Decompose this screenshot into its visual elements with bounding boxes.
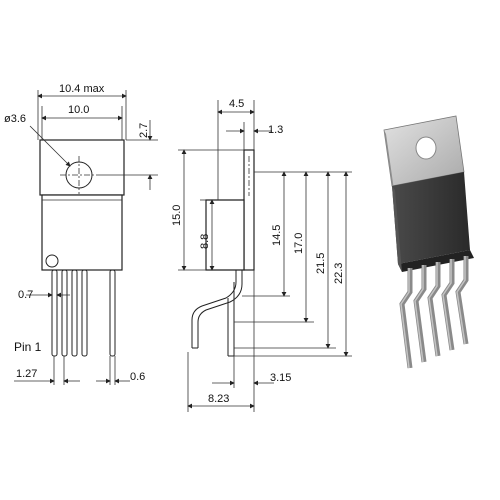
dim-22-3: 22.3 xyxy=(333,263,345,284)
front-body xyxy=(41,194,123,271)
dim-14-5: 14.5 xyxy=(271,225,283,246)
front-view: 10.4 max 10.0 ø3.6 2.7 0.7 Pin 1 1.27 0.… xyxy=(4,83,158,385)
render-body xyxy=(392,172,470,264)
dim-hole-diameter: ø3.6 xyxy=(4,113,26,125)
dim-tab-thickness: 1.3 xyxy=(268,124,283,136)
dim-21-5: 21.5 xyxy=(315,253,327,274)
dim-tab-to-hole: 2.7 xyxy=(138,123,150,138)
side-body xyxy=(205,199,245,271)
pin1-marker xyxy=(45,254,59,268)
label-pin1: Pin 1 xyxy=(14,340,42,354)
dim-pin-thickness: 0.6 xyxy=(130,371,145,383)
dim-body-height: 8.8 xyxy=(199,234,211,249)
dim-17-0: 17.0 xyxy=(293,233,305,254)
side-view: 4.5 1.3 15.0 8.8 14.5 17.0 21.5 22.3 xyxy=(171,98,352,412)
dim-body-thickness: 4.5 xyxy=(229,98,244,110)
dim-overall-width: 10.4 max xyxy=(59,83,105,95)
dim-body-width: 10.0 xyxy=(68,104,89,116)
side-lead xyxy=(191,270,237,348)
dim-lead-offset: 3.15 xyxy=(270,372,291,384)
dim-pin-pitch: 1.27 xyxy=(16,368,37,380)
dim-tab-height: 15.0 xyxy=(171,205,183,226)
front-leads xyxy=(51,269,116,357)
package-3d-render xyxy=(383,115,474,369)
dim-pin-width: 0.7 xyxy=(18,289,33,301)
render-leads xyxy=(399,256,469,369)
dim-overall-depth: 8.23 xyxy=(208,393,229,405)
front-tab xyxy=(39,139,125,196)
